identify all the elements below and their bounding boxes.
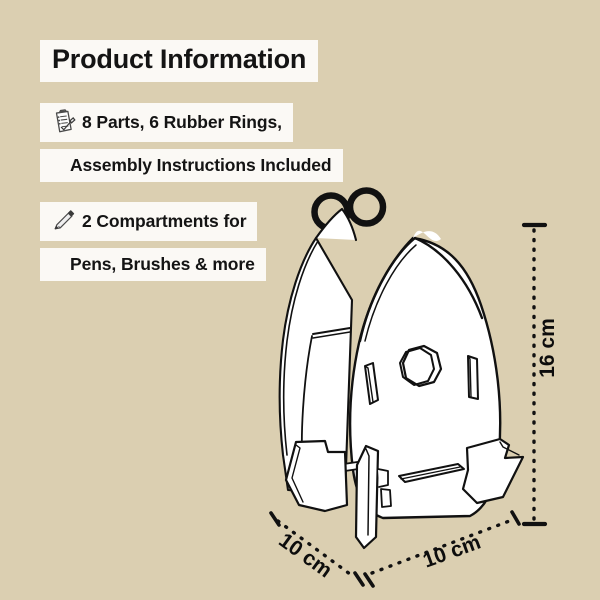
rocket-nose-inner-edge <box>364 244 417 342</box>
rocket-fin-center <box>354 444 380 550</box>
pen-icon <box>54 210 75 230</box>
feature-compartments-line1: 2 Compartments for <box>40 201 258 241</box>
rocket-rear-panel <box>278 236 354 497</box>
feature-row-compartments: 2 Compartments for <box>40 201 258 241</box>
feature-parts-line1: 8 Parts, 6 Rubber Rings, <box>40 102 293 142</box>
dim-width-tick-end <box>510 510 521 526</box>
rocket-main-nose <box>413 230 441 241</box>
rocket-fin-right <box>461 437 525 505</box>
dim-width-tick-start <box>363 572 375 588</box>
clipboard-checklist-icon <box>55 108 76 133</box>
title-row: Product Information <box>40 40 319 82</box>
rocket-rear-nose <box>314 207 358 242</box>
rocket-slot-horizontal-edge <box>400 466 461 480</box>
rocket-fin-center-edge <box>365 448 370 536</box>
rocket-rear-panel-edge <box>282 240 319 456</box>
rocket-slot-right-edge <box>467 355 472 398</box>
dim-depth-line <box>276 519 356 579</box>
feature-row-parts: 8 Parts, 6 Rubber Rings, <box>40 102 293 142</box>
rocket-fin-left <box>284 439 349 513</box>
rocket-fin-left-edge <box>291 444 304 503</box>
feature-compartments-line1-text: 2 Compartments for <box>82 210 247 231</box>
rocket-porthole-inner <box>399 347 435 386</box>
feature-parts-line2: Assembly Instructions Included <box>40 148 343 182</box>
dim-depth-tick-end <box>353 571 365 587</box>
rocket-nose-cap <box>358 236 484 343</box>
feature-row-pens: Pens, Brushes & more <box>40 247 266 281</box>
dimension-label-height: 16 cm <box>536 318 559 378</box>
rubber-ring-right-icon <box>346 187 387 227</box>
rocket-rear-shelf-2 <box>312 331 351 339</box>
feature-compartments-line2: Pens, Brushes & more <box>40 247 266 281</box>
rocket-fin-right-edge <box>499 441 520 456</box>
feature-row-assembly: Assembly Instructions Included <box>40 148 343 182</box>
rocket-fin-center-notch <box>377 468 389 488</box>
feature-parts-line1-text: 8 Parts, 6 Rubber Rings, <box>82 111 282 132</box>
dim-width-line <box>370 518 514 575</box>
dim-depth-tick-start <box>269 511 281 527</box>
rocket-rear-shelf <box>312 327 351 335</box>
rocket-fin-center-tab <box>380 488 392 508</box>
rocket-slot-left-edge <box>364 365 374 403</box>
page-title: Product Information <box>40 40 319 82</box>
product-information-block: Product Information <box>40 40 400 281</box>
